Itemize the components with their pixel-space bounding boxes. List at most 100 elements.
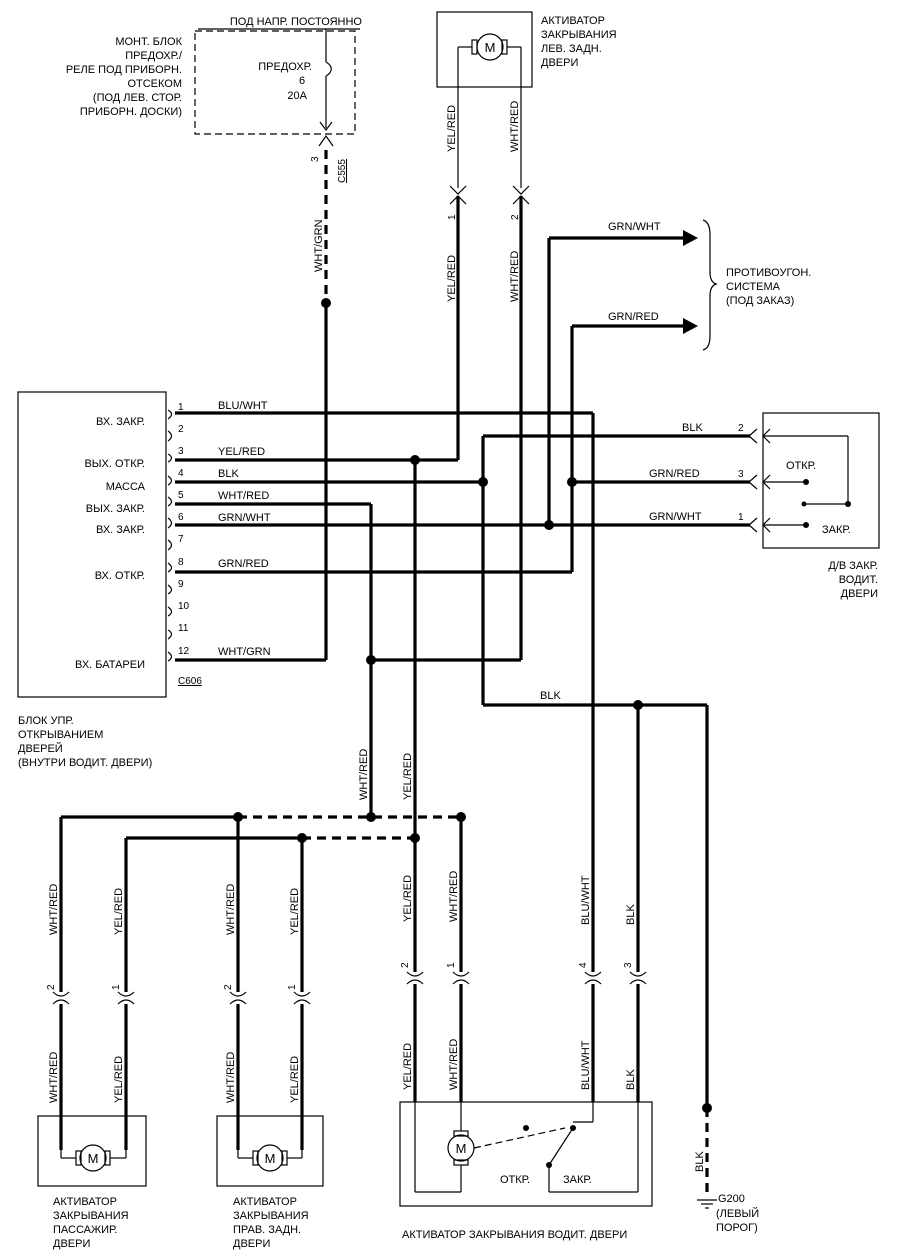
cu-wire-grn-red: GRN/RED	[218, 558, 269, 570]
rear-left-pin-1: 1	[447, 214, 458, 220]
c606-connector: C606	[178, 676, 202, 687]
arrow-icon-grn-red	[683, 318, 698, 334]
motor-symbol-rear-right: M	[265, 1151, 276, 1166]
rear-left-actuator: M АКТИВАТОР ЗАКРЫВАНИЯ ЛЕВ. ЗАДН. ДВЕРИ …	[436, 11, 617, 220]
driver-actuator: M ОТКР. ЗАКР. АКТИВАТОР ЗАКРЫВАНИЯ ВОДИТ…	[399, 1101, 653, 1241]
cu-pin-6: 6	[178, 512, 184, 523]
key-switch: ОТКР. ЗАКР. 2 3 1 BLK GRN/RED GRN/WHT Д/…	[649, 412, 880, 600]
fuse-number: 6	[299, 75, 305, 87]
fuse-block-title-4: ОТСЕКОМ	[127, 78, 182, 90]
motor-symbol-passenger: M	[88, 1151, 99, 1166]
cu-label-unlock-in: ВХ. ОТКР.	[95, 570, 145, 582]
passenger-actuator: M АКТИВАТОР ЗАКРЫВАНИЯ ПАССАЖИР. ДВЕРИ	[37, 1115, 147, 1250]
lbl-rr-yel-red-top: YEL/RED	[289, 888, 301, 935]
cu-label-ground: МАССА	[106, 481, 146, 493]
cu-pin-11: 11	[178, 623, 189, 634]
cu-pin-10: 10	[178, 601, 190, 612]
lower-wire-wht-red: WHT/RED	[358, 749, 370, 800]
cu-pin-7: 7	[178, 534, 184, 545]
cu-pin-3: 3	[178, 446, 184, 457]
cu-wire-wht-red: WHT/RED	[218, 490, 269, 502]
switch-title-1: Д/В ЗАКР.	[828, 560, 878, 572]
pass-pin-1: 1	[111, 984, 122, 990]
rear-left-pin-2: 2	[510, 214, 521, 220]
switch-wire-grn-red: GRN/RED	[649, 468, 700, 480]
cu-label-unlock-out: ВЫХ. ОТКР.	[84, 458, 145, 470]
cu-title-3: ДВЕРЕЙ	[18, 742, 63, 755]
drv-close-label: ЗАКР.	[563, 1174, 592, 1186]
lbl-drv-yel-red-top: YEL/RED	[402, 875, 414, 922]
lower-connectors: 2 1 2 1 2 1 4 3	[46, 962, 647, 1005]
drv-open-label: ОТКР.	[500, 1174, 530, 1186]
control-unit: ВХ. ЗАКР. ВЫХ. ОТКР. МАССА ВЫХ. ЗАКР. ВХ…	[17, 391, 202, 769]
drv-pin-3: 3	[623, 962, 634, 968]
cu-label-lock-in-2: ВХ. ЗАКР.	[96, 524, 145, 536]
pass-title-4: ДВЕРИ	[53, 1238, 90, 1250]
rear-left-title-3: ЛЕВ. ЗАДН.	[541, 43, 602, 55]
drv-pin-4: 4	[578, 962, 589, 968]
rear-left-wire-label-3: YEL/RED	[446, 255, 458, 302]
antitheft-wire-1: GRN/WHT	[608, 221, 661, 233]
driver-actuator-title: АКТИВАТОР ЗАКРЫВАНИЯ ВОДИТ. ДВЕРИ	[402, 1229, 627, 1241]
cu-title-4: (ВНУТРИ ВОДИТ. ДВЕРИ)	[18, 757, 152, 769]
lbl-rr-yel-red-bot: YEL/RED	[289, 1056, 301, 1103]
lbl-rr-wht-red-top: WHT/RED	[225, 884, 237, 935]
lbl-drv-wht-red-bot: WHT/RED	[448, 1039, 460, 1090]
wire-label-wht-grn: WHT/GRN	[313, 219, 325, 272]
fuse-rating: 20A	[287, 90, 307, 102]
rr-pin-1: 1	[287, 984, 298, 990]
cu-title-2: ОТКРЫВАНИЕМ	[18, 729, 103, 741]
cu-pin-2: 2	[178, 424, 184, 435]
lbl-drv-yel-red-bot: YEL/RED	[402, 1043, 414, 1090]
pass-title-3: ПАССАЖИР.	[53, 1224, 117, 1236]
lbl-drv-blu-wht-bot: BLU/WHT	[580, 1040, 592, 1090]
ground-location-2: ПОРОГ)	[716, 1222, 758, 1234]
pass-pin-2: 2	[46, 984, 57, 990]
lbl-pass-wht-red-top: WHT/RED	[48, 884, 60, 935]
rear-left-title-1: АКТИВАТОР	[541, 15, 605, 27]
rr-title-1: АКТИВАТОР	[233, 1196, 297, 1208]
switch-title-2: ВОДИТ.	[839, 574, 878, 586]
rr-title-2: ЗАКРЫВАНИЯ	[233, 1210, 309, 1222]
antitheft-wire-2: GRN/RED	[608, 311, 659, 323]
c555-pin: 3	[310, 156, 321, 162]
rr-title-3: ПРАВ. ЗАДН.	[233, 1224, 301, 1236]
cu-wire-wht-grn: WHT/GRN	[218, 646, 271, 658]
cu-wire-blu-wht: BLU/WHT	[218, 400, 268, 412]
lbl-pass-wht-red-bot: WHT/RED	[48, 1052, 60, 1103]
fuse-label: ПРЕДОХР.	[258, 61, 312, 73]
rear-left-title-2: ЗАКРЫВАНИЯ	[541, 29, 617, 41]
pass-title-1: АКТИВАТОР	[53, 1196, 117, 1208]
fuse-block-title-3: РЕЛЕ ПОД ПРИБОРН.	[66, 64, 182, 76]
mechanical-link	[473, 1127, 566, 1149]
lbl-drv-blk-bot: BLK	[625, 1069, 637, 1090]
fuse-supply-label: ПОД НАПР. ПОСТОЯННО	[230, 16, 363, 28]
fuse-block-title-2: ПРЕДОХР./	[125, 50, 183, 62]
lower-wire-yel-red: YEL/RED	[402, 753, 414, 800]
cu-pin-4: 4	[178, 468, 184, 479]
drv-pin-1: 1	[446, 962, 457, 968]
cu-pin-5: 5	[178, 490, 184, 501]
fuse-block-title-5: (ПОД ЛЕВ. СТОР.	[93, 92, 182, 104]
antitheft-title-3: (ПОД ЗАКАЗ)	[726, 295, 794, 307]
brace-icon	[702, 219, 718, 351]
rear-left-wire-label-4: WHT/RED	[509, 251, 521, 302]
ground-g200: BLK G200 (ЛЕВЫЙ ПОРОГ)	[694, 705, 759, 1234]
pass-title-2: ЗАКРЫВАНИЯ	[53, 1210, 129, 1222]
cu-label-lock-out: ВЫХ. ЗАКР.	[86, 503, 145, 515]
ground-wire-label: BLK	[540, 690, 561, 702]
antitheft-title-2: СИСТЕМА	[726, 281, 781, 293]
c555-connector: C555	[337, 159, 348, 183]
cu-wire-grn-wht: GRN/WHT	[218, 512, 271, 524]
switch-contact-icon	[548, 1127, 574, 1166]
rr-title-4: ДВЕРИ	[233, 1238, 270, 1250]
antitheft-title-1: ПРОТИВОУГОН.	[726, 267, 811, 279]
rear-right-actuator: M АКТИВАТОР ЗАКРЫВАНИЯ ПРАВ. ЗАДН. ДВЕРИ	[216, 1115, 324, 1250]
switch-close-label: ЗАКР.	[822, 524, 851, 536]
switch-pin-1: 1	[738, 512, 744, 523]
cu-wire-blk: BLK	[218, 468, 239, 480]
drv-pin-2: 2	[400, 962, 411, 968]
rear-left-wire-label-2: WHT/RED	[509, 101, 521, 152]
switch-open-label: ОТКР.	[786, 460, 816, 472]
